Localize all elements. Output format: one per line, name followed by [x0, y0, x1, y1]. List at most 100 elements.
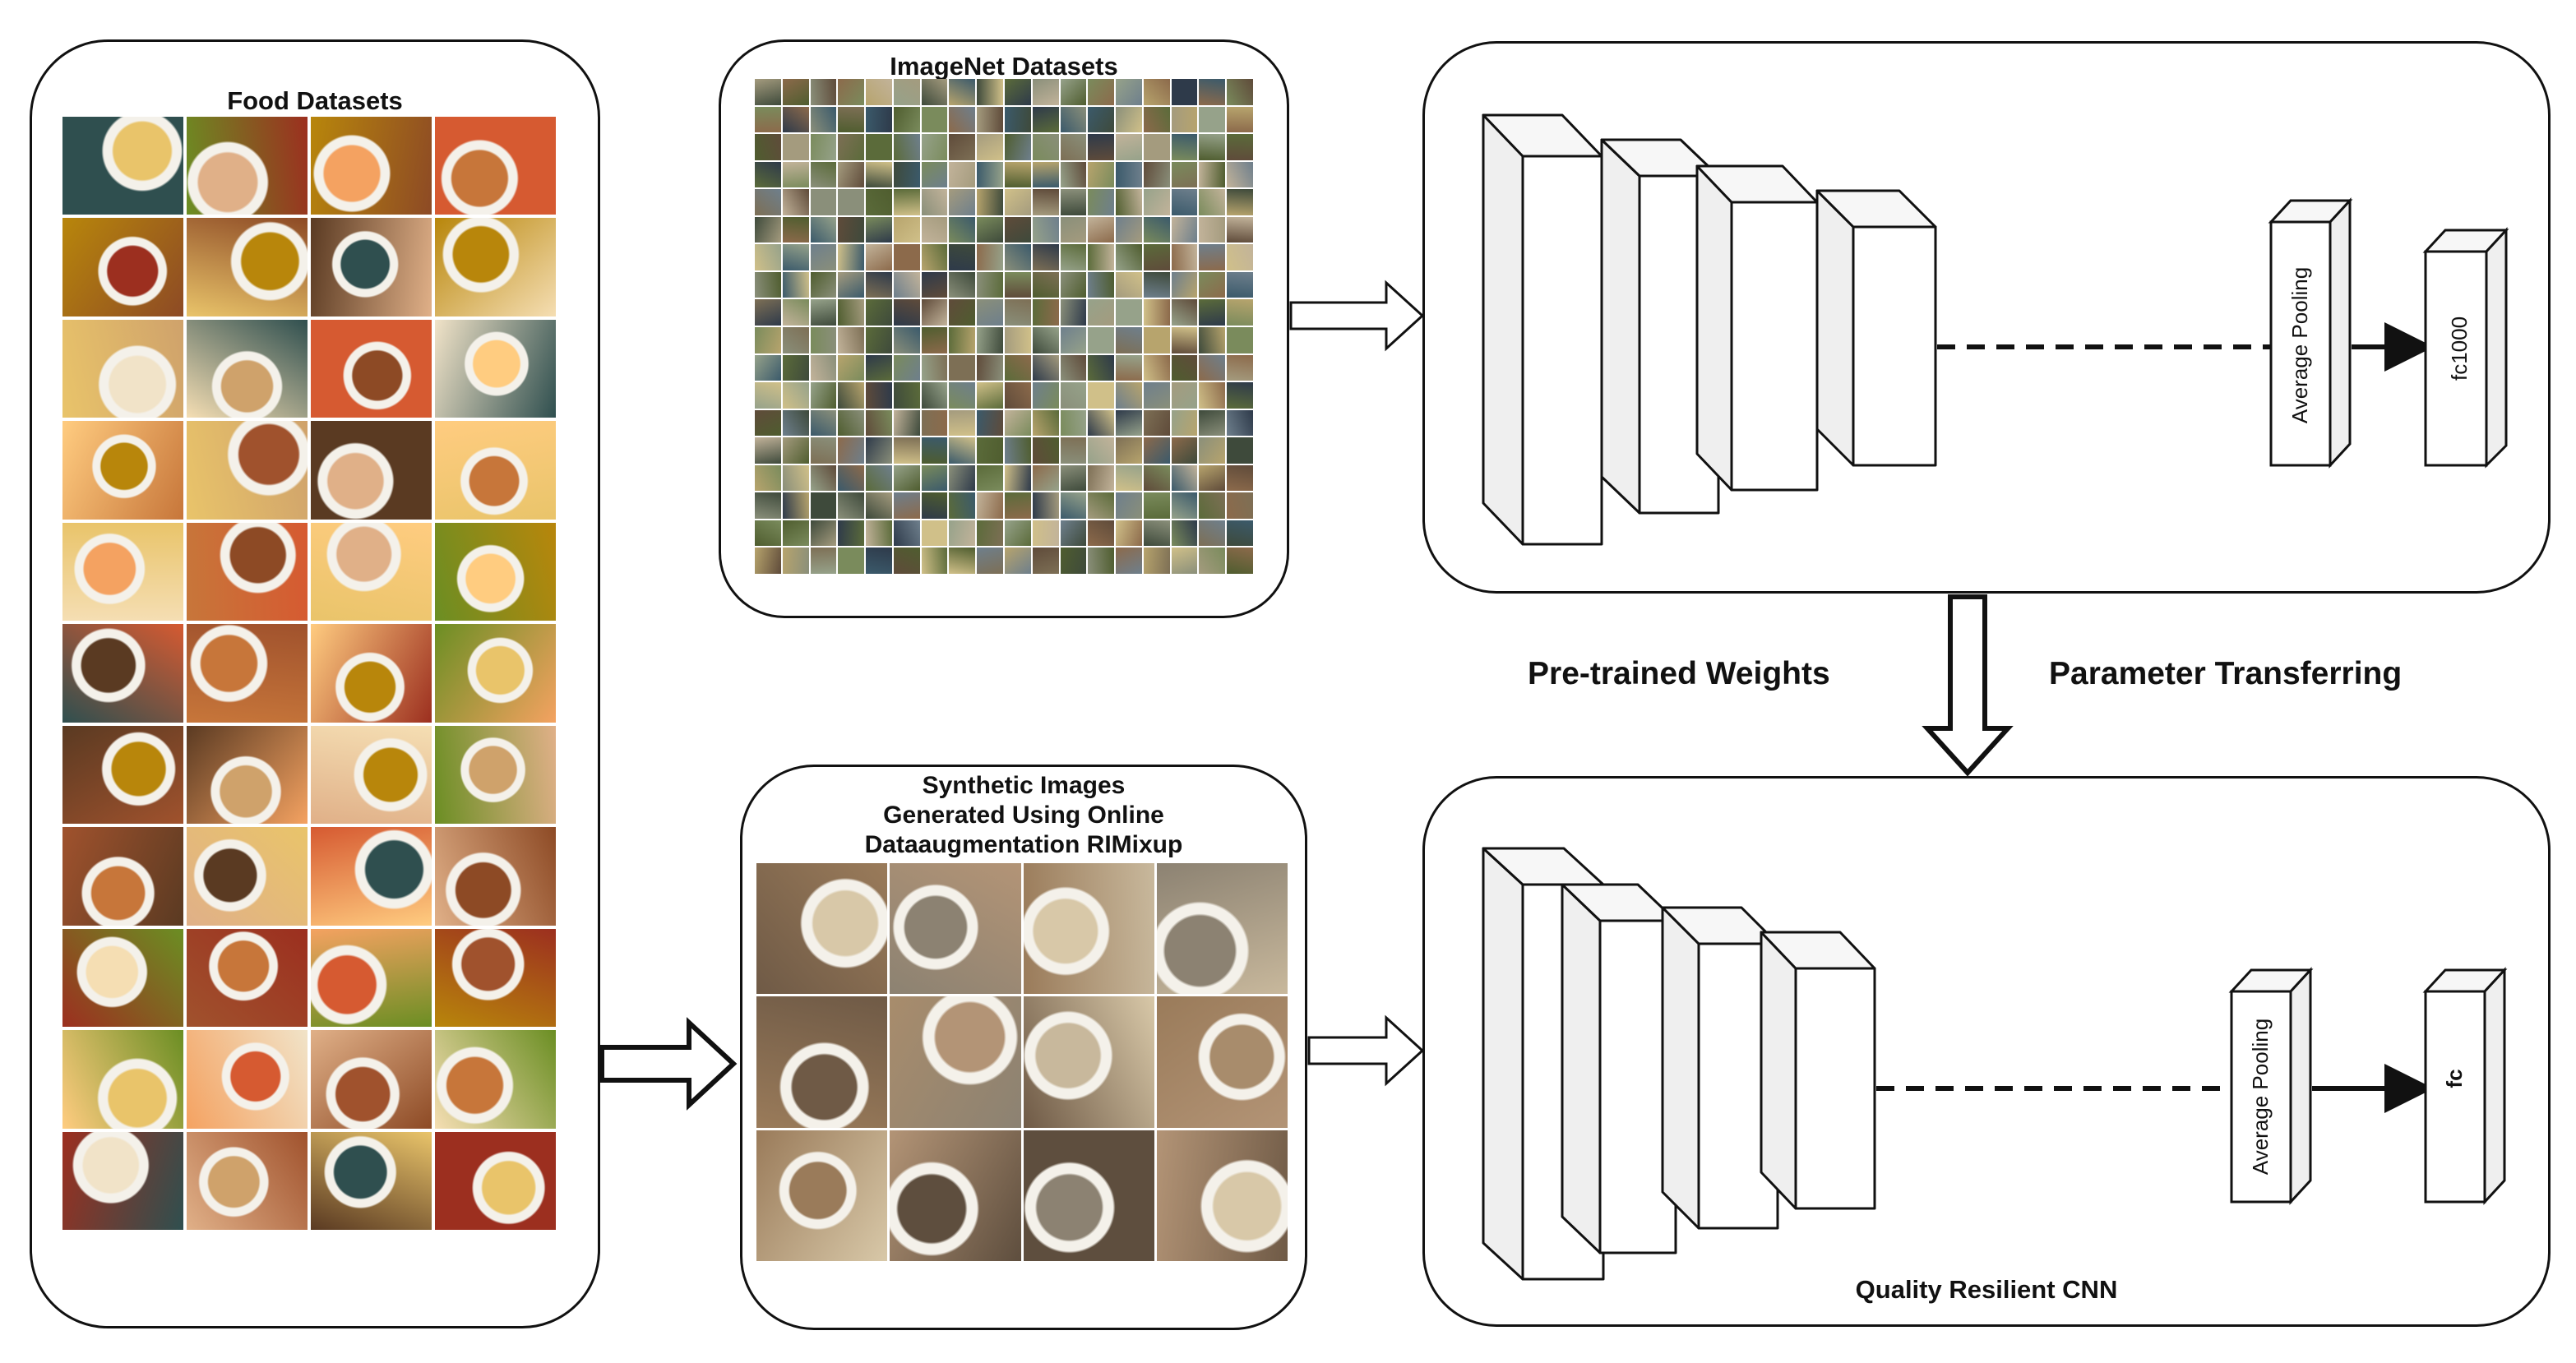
imagenet-thumbnail	[977, 216, 1003, 243]
food-photo	[62, 1131, 183, 1230]
imagenet-thumbnail	[1005, 409, 1031, 437]
imagenet-thumbnail	[1088, 79, 1115, 105]
imagenet-thumbnail	[782, 492, 809, 519]
imagenet-thumbnail	[1143, 326, 1170, 353]
imagenet-thumbnail	[921, 299, 948, 326]
imagenet-thumbnail	[1005, 354, 1031, 381]
imagenet-thumbnail	[1060, 244, 1087, 270]
food-to-synthetic-arrow	[599, 1017, 738, 1111]
imagenet-thumbnail	[1199, 409, 1226, 437]
imagenet-thumbnail	[1227, 79, 1253, 105]
imagenet-thumbnail	[810, 161, 837, 188]
imagenet-thumbnail	[1032, 189, 1059, 215]
imagenet-thumbnail	[1005, 437, 1031, 464]
food-photo	[187, 421, 308, 520]
food-photo	[62, 725, 183, 825]
quality-resilient-cnn-caption: Quality Resilient CNN	[1855, 1275, 2118, 1304]
imagenet-thumbnail	[755, 106, 781, 133]
imagenet-thumbnail	[1171, 106, 1198, 133]
imagenet-thumbnail	[810, 134, 837, 160]
imagenet-thumbnail	[838, 79, 865, 105]
imagenet-thumbnail	[755, 437, 781, 464]
imagenet-thumbnail	[1116, 79, 1142, 105]
imagenet-thumbnail	[1227, 520, 1253, 547]
imagenet-thumbnail	[755, 354, 781, 381]
imagenet-thumbnail	[1088, 520, 1115, 547]
food-photo	[435, 117, 556, 215]
imagenet-thumbnail	[1199, 244, 1226, 270]
synthetic-photo	[756, 863, 888, 995]
imagenet-thumbnail	[977, 79, 1003, 105]
synthetic-photo	[1156, 863, 1288, 995]
imagenet-thumbnail	[755, 79, 781, 105]
food-photo	[311, 319, 432, 418]
imagenet-thumbnail	[1227, 134, 1253, 160]
imagenet-thumbnail	[1116, 437, 1142, 464]
imagenet-thumbnail	[1005, 492, 1031, 519]
imagenet-thumbnail	[977, 464, 1003, 492]
synthetic-photo	[890, 863, 1021, 995]
imagenet-thumbnail	[866, 492, 892, 519]
imagenet-thumbnail	[782, 548, 809, 574]
imagenet-thumbnail	[977, 106, 1003, 133]
imagenet-thumbnail	[1199, 79, 1226, 105]
synthetic-photo	[756, 1130, 888, 1261]
imagenet-thumbnail	[1060, 520, 1087, 547]
imagenet-thumbnail	[1005, 299, 1031, 326]
imagenet-thumbnail	[1116, 409, 1142, 437]
imagenet-thumbnail	[893, 134, 920, 160]
imagenet-thumbnail	[1060, 382, 1087, 409]
imagenet-thumbnail	[921, 520, 948, 547]
imagenet-thumbnail	[1143, 271, 1170, 298]
imagenet-thumbnail	[1143, 548, 1170, 574]
imagenet-thumbnail	[782, 382, 809, 409]
food-photo	[435, 421, 556, 520]
imagenet-thumbnail	[1005, 244, 1031, 270]
imagenet-thumbnail	[893, 326, 920, 353]
imagenet-thumbnail	[1116, 492, 1142, 519]
imagenet-thumbnail	[782, 216, 809, 243]
imagenet-thumbnail	[1143, 134, 1170, 160]
imagenet-thumbnail	[1227, 409, 1253, 437]
imagenet-thumbnail	[1005, 382, 1031, 409]
imagenet-thumbnail	[921, 106, 948, 133]
imagenet-thumbnail	[1060, 271, 1087, 298]
imagenet-thumbnail	[1171, 79, 1198, 105]
imagenet-thumbnail	[977, 492, 1003, 519]
imagenet-thumbnail	[1032, 161, 1059, 188]
imagenet-thumbnail	[1005, 216, 1031, 243]
synthetic-to-qr-arrow	[1307, 1014, 1425, 1087]
imagenet-thumbnail	[838, 244, 865, 270]
synthetic-photo	[1156, 996, 1288, 1128]
imagenet-thumbnail	[949, 161, 976, 188]
imagenet-thumbnail	[838, 382, 865, 409]
imagenet-thumbnail	[755, 244, 781, 270]
imagenet-thumbnail	[866, 161, 892, 188]
qr-average-pooling-label: Average Pooling	[2248, 1019, 2273, 1175]
imagenet-thumbnail	[755, 189, 781, 215]
imagenet-thumbnail	[1143, 520, 1170, 547]
imagenet-thumbnail	[1032, 134, 1059, 160]
imagenet-thumbnail	[866, 244, 892, 270]
imagenet-thumbnail	[866, 271, 892, 298]
imagenet-thumbnail	[977, 189, 1003, 215]
imagenet-thumbnail	[1116, 548, 1142, 574]
food-photo	[311, 421, 432, 520]
imagenet-thumbnail	[755, 161, 781, 188]
imagenet-thumbnail	[949, 326, 976, 353]
imagenet-thumbnail	[949, 409, 976, 437]
imagenet-thumbnail	[1088, 161, 1115, 188]
imagenet-thumbnail	[1088, 244, 1115, 270]
imagenet-thumbnail	[838, 409, 865, 437]
imagenet-thumbnail	[755, 299, 781, 326]
imagenet-thumbnail	[782, 244, 809, 270]
imagenet-thumbnail	[893, 548, 920, 574]
imagenet-thumbnail	[782, 520, 809, 547]
food-photo	[62, 117, 183, 215]
imagenet-thumbnail	[921, 437, 948, 464]
food-photo	[435, 827, 556, 926]
food-photo	[187, 624, 308, 723]
imagenet-thumbnail	[1171, 437, 1198, 464]
imagenet-thumbnail	[1060, 299, 1087, 326]
